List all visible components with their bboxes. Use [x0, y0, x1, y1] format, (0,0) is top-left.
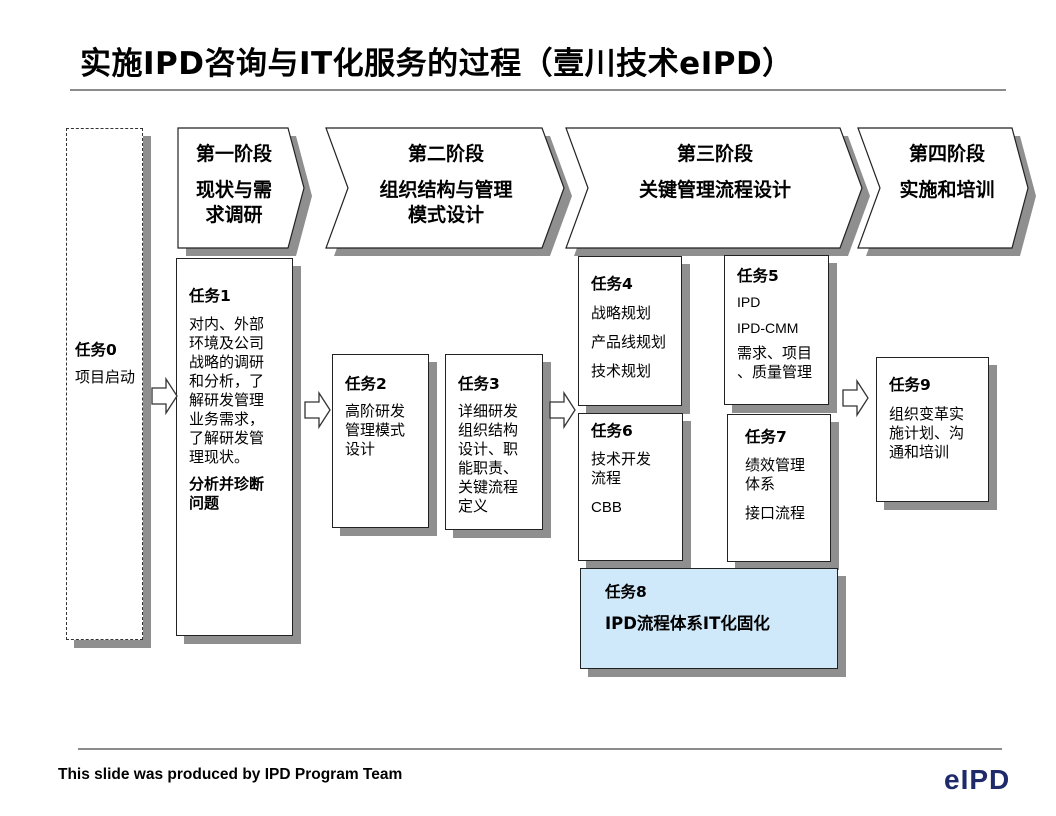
- task-7-line: 绩效管理: [745, 456, 806, 474]
- task-1-box: 任务1 对内、外部 环境及公司 战略的调研 和分析，了 解研发管理 业务需求， …: [176, 258, 293, 636]
- task-9-box: 任务9 组织变革实 施计划、沟 通和培训: [876, 357, 989, 502]
- task-2-box: 任务2 高阶研发 管理模式 设计: [332, 354, 429, 528]
- stage-2-desc-line: 模式设计: [407, 204, 484, 226]
- task-7-title: 任务7: [745, 428, 787, 446]
- task-1-line: 环境及公司: [189, 334, 265, 352]
- task-6-box: 任务6 技术开发 流程 CBB: [578, 413, 683, 561]
- stage-1-desc-line: 现状与需: [195, 179, 272, 201]
- eipd-logo: eIPD: [944, 764, 1011, 795]
- task-3-line: 详细研发: [458, 402, 519, 420]
- task-5-line: 需求、项目: [737, 344, 813, 362]
- task-9-line: 通和培训: [889, 443, 950, 461]
- stage-4-label: 第四阶段 实施和培训: [880, 142, 1014, 203]
- flow-arrow-icon: [304, 390, 331, 430]
- title-divider: [70, 89, 1006, 91]
- stage-1-name: 第一阶段: [195, 143, 272, 165]
- footer-credit: This slide was produced by IPD Program T…: [58, 766, 403, 783]
- task-1-line: 对内、外部: [189, 315, 265, 333]
- task-1-bold-line: 分析并珍断: [189, 475, 265, 493]
- task-7-line: 体系: [745, 475, 776, 493]
- stage-1-desc-line: 求调研: [205, 204, 263, 226]
- task-3-title: 任务3: [458, 375, 500, 393]
- task-4-box: 任务4 战略规划 产品线规划 技术规划: [578, 256, 682, 406]
- task-7-box: 任务7 绩效管理 体系 接口流程: [727, 414, 831, 562]
- task-1-line: 解研发管理: [189, 391, 265, 409]
- task-1-bold-line: 问题: [189, 494, 220, 512]
- task-6-title: 任务6: [591, 422, 633, 440]
- flow-arrow-icon: [842, 378, 869, 418]
- task-9-line: 施计划、沟: [889, 424, 965, 442]
- task-9-title: 任务9: [889, 376, 931, 394]
- task-8-box: 任务8 IPD流程体系IT化固化: [580, 568, 838, 669]
- flow-arrow-icon: [151, 376, 178, 416]
- task-5-line: IPD-CMM: [737, 320, 799, 336]
- task-3-line: 定义: [458, 497, 489, 515]
- stage-2-desc-line: 组织结构与管理: [379, 179, 513, 201]
- task-0-line: 项目启动: [75, 368, 136, 386]
- stage-2-name: 第二阶段: [407, 143, 484, 165]
- task-1-title: 任务1: [189, 287, 231, 305]
- task-4-line: 产品线规划: [591, 333, 667, 351]
- task-1-line: 了解研发管: [189, 429, 265, 447]
- task-8-line: IPD流程体系IT化固化: [605, 614, 770, 633]
- task-2-line: 管理模式: [345, 421, 406, 439]
- stage-2-chevron: [325, 127, 565, 249]
- task-2-line: 高阶研发: [345, 402, 406, 420]
- stage-1-label: 第一阶段 现状与需 求调研: [178, 142, 290, 228]
- task-5-box: 任务5 IPD IPD-CMM 需求、项目 、质量管理: [724, 255, 829, 405]
- task-8-title: 任务8: [605, 583, 647, 601]
- stage-2-label: 第二阶段 组织结构与管理 模式设计: [348, 142, 544, 228]
- task-3-box: 任务3 详细研发 组织结构 设计、职 能职责、 关键流程 定义: [445, 354, 543, 530]
- task-1-line: 和分析，了: [189, 372, 265, 390]
- stage-chevrons: [177, 127, 1036, 256]
- stage-3-name: 第三阶段: [676, 143, 753, 165]
- task-3-line: 设计、职: [458, 440, 519, 458]
- task-3-line: 关键流程: [458, 478, 519, 496]
- stage-1-chevron: [177, 127, 305, 249]
- task-1-line: 战略的调研: [189, 353, 265, 371]
- task-5-title: 任务5: [737, 267, 779, 285]
- task-4-line: 技术规划: [591, 362, 652, 380]
- task-9-line: 组织变革实: [889, 405, 965, 423]
- task-5-line: 、质量管理: [737, 363, 813, 381]
- page-title: 实施IPD咨询与IT化服务的过程（壹川技术eIPD）: [80, 46, 794, 82]
- task-3-line: 组织结构: [458, 421, 519, 439]
- stage-4-desc-line: 实施和培训: [899, 179, 995, 201]
- flow-arrow-icon: [549, 390, 576, 430]
- task-2-line: 设计: [345, 440, 376, 458]
- stage-3-chevron: [565, 127, 863, 249]
- task-0-title: 任务0: [75, 341, 117, 359]
- task-6-line: 技术开发: [591, 450, 652, 468]
- stage-4-name: 第四阶段: [908, 143, 985, 165]
- task-4-line: 战略规划: [591, 304, 652, 322]
- stage-3-label: 第三阶段 关键管理流程设计: [588, 142, 842, 203]
- task-5-line: IPD: [737, 294, 761, 310]
- task-1-line: 业务需求，: [189, 410, 265, 428]
- task-7-line: 接口流程: [745, 504, 806, 522]
- task-4-title: 任务4: [591, 275, 633, 293]
- task-0-box: 任务0 项目启动: [66, 128, 143, 640]
- stage-4-chevron: [857, 127, 1029, 249]
- task-6-line: CBB: [591, 499, 622, 516]
- stage-3-desc-line: 关键管理流程设计: [638, 179, 791, 201]
- task-3-line: 能职责、: [458, 459, 519, 477]
- task-1-line: 理现状。: [189, 448, 250, 466]
- footer-divider: [78, 748, 1002, 750]
- task-6-line: 流程: [591, 469, 622, 487]
- task-2-title: 任务2: [345, 375, 387, 393]
